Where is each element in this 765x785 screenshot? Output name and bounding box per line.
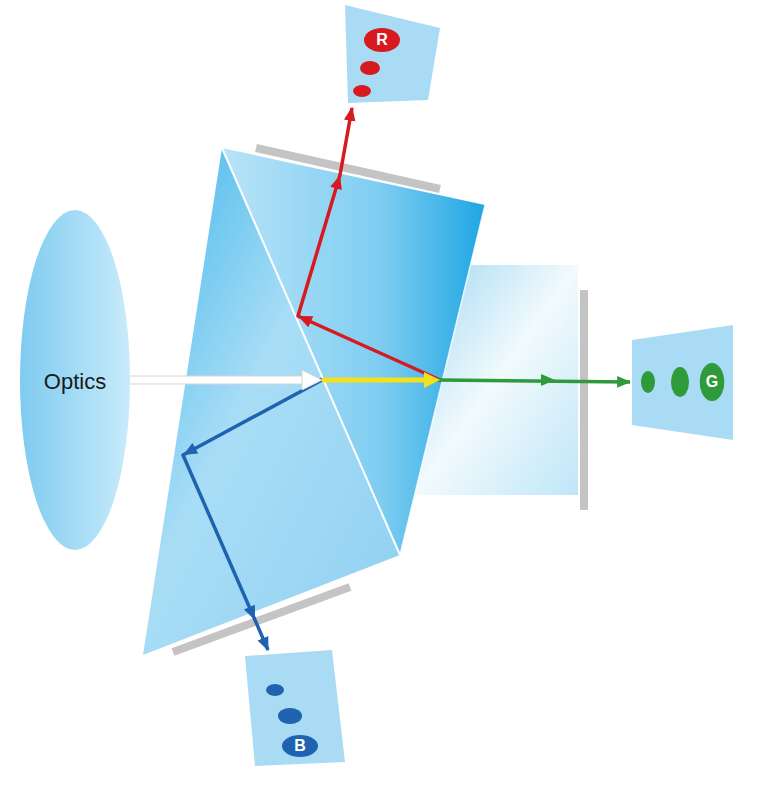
green-sensor: G — [630, 322, 735, 442]
blue-sensor: B — [240, 650, 350, 768]
sensor-card — [632, 325, 733, 440]
lens-label: Optics — [44, 369, 106, 395]
red-beam-head — [298, 316, 313, 327]
blue-beam-head — [183, 443, 198, 455]
pixel-dot — [278, 708, 302, 724]
sensor-channel-letter: R — [376, 31, 388, 49]
pixel-dot — [641, 371, 655, 393]
sensor-outline — [340, 3, 450, 108]
sensor-channel-letter: B — [294, 737, 306, 755]
optics-lens: Optics — [20, 210, 130, 550]
yellow-light-beam — [322, 378, 428, 383]
red-beam-head — [330, 175, 342, 190]
channel-badge — [700, 363, 724, 401]
red-sensor: R — [340, 3, 450, 108]
light-path — [130, 108, 440, 380]
white-light-head — [302, 370, 322, 390]
sensor-card — [345, 5, 440, 103]
channel-badge — [282, 735, 318, 757]
channel-badge — [364, 28, 400, 52]
yellow-light-head — [424, 372, 440, 388]
pixel-dot — [266, 684, 284, 696]
sensor-channel-letter: G — [706, 373, 718, 391]
pixel-dot — [353, 85, 371, 97]
white-light-beam — [128, 376, 308, 384]
pixel-dot — [360, 61, 380, 75]
sensor-mount-bar — [173, 587, 350, 652]
green-beam-head — [541, 374, 555, 386]
sensor-outline — [630, 322, 735, 442]
sensor-card — [245, 650, 345, 766]
red-prism — [222, 148, 485, 555]
pixel-dot — [671, 367, 689, 397]
sensor-mount-bar — [580, 290, 588, 510]
blue-beam-head — [244, 605, 255, 620]
sensor-mount-bar — [256, 148, 440, 189]
light-path — [130, 380, 322, 650]
lens-shape — [20, 210, 130, 550]
